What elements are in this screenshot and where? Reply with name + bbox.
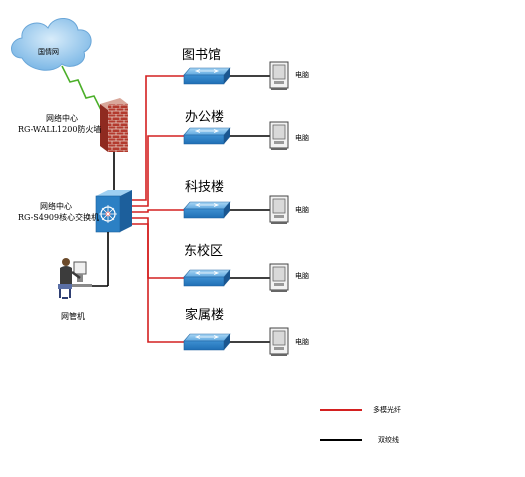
core-switch-label-line1: 网络中心	[40, 202, 72, 211]
branch-library	[183, 61, 289, 90]
branch-label-east-campus: 东校区	[184, 244, 224, 259]
fiber-link-residence	[132, 223, 184, 343]
fiber-link-library	[132, 75, 184, 201]
pc-icon-tech	[269, 195, 289, 224]
pc-label-residence: 电脑	[295, 338, 309, 346]
admin-label: 网管机	[61, 312, 85, 321]
fiber-links	[132, 75, 184, 343]
switch-icon-office	[183, 127, 231, 145]
branch-label-residence: 家属楼	[185, 308, 225, 323]
branch-office	[183, 121, 289, 150]
legend-twisted-label: 双绞线	[378, 436, 399, 444]
internet-label: 国情网	[38, 48, 59, 56]
fiber-link-tech	[132, 209, 184, 213]
switch-icon-residence	[183, 333, 231, 351]
pc-icon-library	[269, 61, 289, 90]
fiber-link-east-campus	[132, 217, 184, 279]
core-switch-icon	[95, 190, 132, 233]
branch-label-library: 图书馆	[182, 48, 222, 63]
pc-label-office: 电脑	[295, 134, 309, 142]
fiber-link-office	[132, 135, 184, 207]
pc-icon-east-campus	[269, 263, 289, 292]
switch-icon-tech	[183, 201, 231, 219]
internet-link	[61, 65, 103, 113]
legend-fiber-label: 多模光纤	[373, 406, 401, 414]
firewall-icon	[100, 98, 128, 152]
firewall-label-line2: RG-WALL1200防火墙	[18, 125, 102, 134]
pc-icon-office	[269, 121, 289, 150]
branch-label-office: 办公楼	[185, 110, 225, 125]
pc-label-tech: 电脑	[295, 206, 309, 214]
branch-east-campus	[183, 263, 289, 292]
internet-cloud-icon	[11, 18, 92, 71]
pc-label-east-campus: 电脑	[295, 272, 309, 280]
pc-icon-residence	[269, 327, 289, 356]
switch-icon-library	[183, 67, 231, 85]
branch-groups	[183, 61, 289, 356]
firewall-label-line1: 网络中心	[46, 114, 78, 123]
admin-workstation-icon	[58, 258, 92, 299]
branch-label-tech: 科技楼	[185, 180, 225, 195]
core-switch-label-line2: RG-S4909核心交换机	[18, 213, 100, 222]
pc-label-library: 电脑	[295, 71, 309, 79]
branch-residence	[183, 327, 289, 356]
branch-tech	[183, 195, 289, 224]
switch-icon-east-campus	[183, 269, 231, 287]
